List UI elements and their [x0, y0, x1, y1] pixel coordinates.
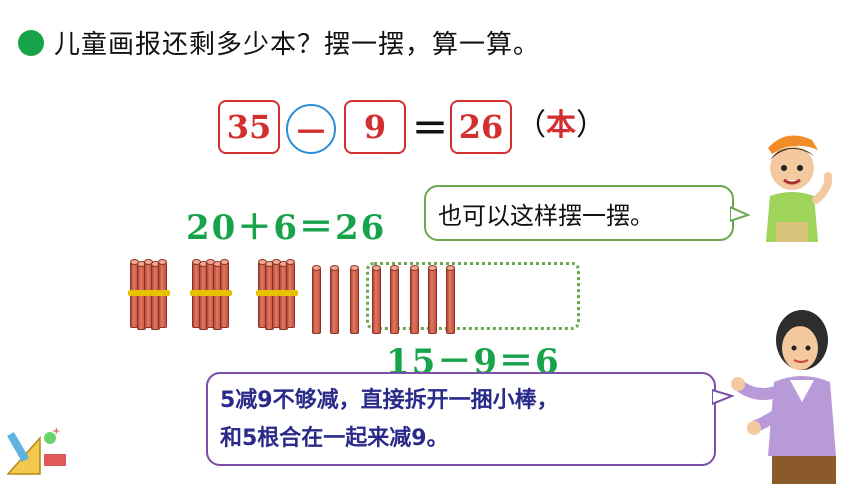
minuend-value: 35: [226, 108, 272, 146]
loose-stick-top: [410, 265, 419, 271]
equals-sign: ＝: [412, 109, 449, 150]
bullet-dot-icon: [18, 30, 44, 56]
question-text: 儿童画报还剩多少本？摆一摆，算一算。: [54, 30, 541, 60]
loose-stick: [428, 268, 437, 334]
loose-stick-top: [372, 265, 381, 271]
loose-stick-top: [428, 265, 437, 271]
loose-stick: [330, 268, 339, 334]
loose-stick: [372, 268, 381, 334]
boy-illustration: [766, 135, 833, 242]
boy-speech-text: 也可以这样摆一摆。: [438, 201, 654, 230]
equation-top: 20＋6＝26: [186, 208, 387, 248]
loose-stick-top: [312, 265, 321, 271]
operator-sign: －: [294, 112, 328, 153]
teacher-illustration: [731, 310, 836, 484]
loose-stick: [446, 268, 455, 334]
loose-stick: [390, 268, 399, 334]
loose-stick-top: [390, 265, 399, 271]
teacher-speech-line2: 和5根合在一起来减9。: [220, 426, 449, 451]
svg-text:+: +: [52, 426, 60, 437]
bundle-2-band: [190, 290, 232, 296]
subtrahend-box[interactable]: 9: [344, 100, 406, 154]
loose-stick-top: [330, 265, 339, 271]
unit-close-paren: ）: [576, 108, 606, 143]
bundle-2-stick-top: [220, 259, 229, 265]
loose-stick: [312, 268, 321, 334]
loose-stick-top: [446, 265, 455, 271]
bundle-1-band: [128, 290, 170, 296]
loose-stick-top: [350, 265, 359, 271]
unit-label: （本）: [516, 100, 606, 144]
dotted-selection-box: [366, 262, 580, 330]
result-box[interactable]: 26: [450, 100, 512, 154]
unit-text: 本: [546, 108, 576, 143]
boy-speech-bubble: 也可以这样摆一摆。: [424, 185, 734, 241]
loose-stick: [350, 268, 359, 334]
math-tools-icon: +: [6, 426, 66, 475]
bubble2-tail: [712, 388, 734, 406]
unit-open-paren: （: [516, 108, 546, 143]
subtrahend-value: 9: [363, 108, 387, 146]
bundle-3-partial-band: [256, 290, 298, 296]
minuend-box[interactable]: 35: [218, 100, 280, 154]
bundle-1-stick-top: [158, 259, 167, 265]
operator-circle[interactable]: －: [286, 104, 336, 154]
loose-stick: [410, 268, 419, 334]
teacher-speech-line1: 5减9不够减，直接拆开一捆小棒，: [220, 388, 559, 413]
result-value: 26: [458, 108, 504, 146]
bundle-3-partial-stick-top: [286, 259, 295, 265]
teacher-speech-bubble: 5减9不够减，直接拆开一捆小棒， 和5根合在一起来减9。: [206, 372, 716, 466]
bubble1-tail: [730, 205, 750, 223]
